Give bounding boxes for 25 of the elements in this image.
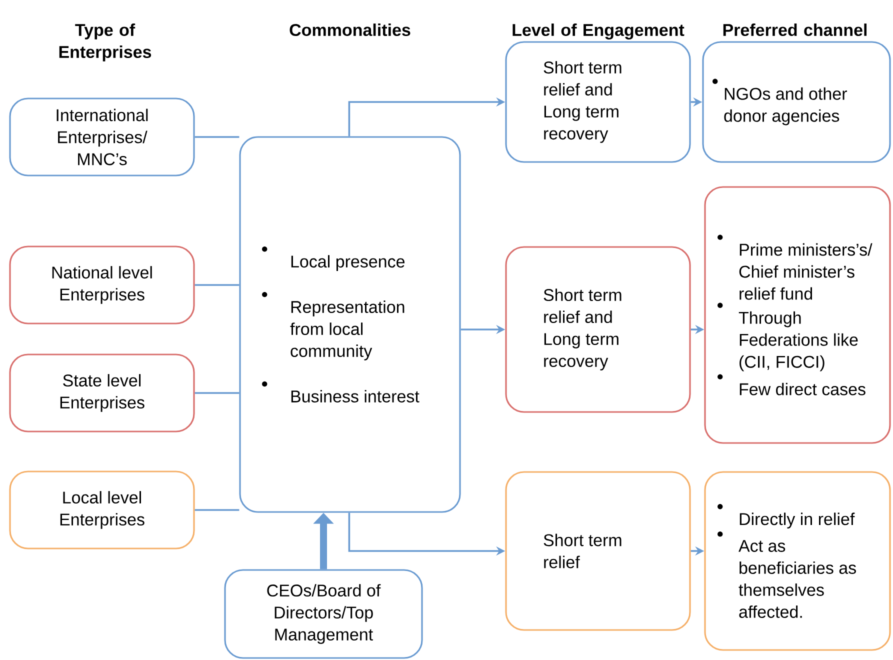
bullet-item: NGOs and other donor agencies [712, 78, 847, 126]
bullet-item: Directly in relief [718, 504, 855, 528]
rounded-box: Short term relief and Long term recovery [505, 246, 691, 413]
bullet-item: Act as beneficiaries as themselves affected. [718, 531, 856, 618]
rounded-box: Local level Enterprises [9, 470, 195, 550]
rounded-box [704, 471, 891, 651]
column-heading: Preferred channel [723, 24, 867, 36]
rounded-box: Short term relief and Long term recovery [505, 41, 691, 163]
rounded-box [704, 186, 891, 444]
column-heading: Level of Engagement [512, 24, 684, 40]
bullet-item: Through Federations like (CII, FICCI) [718, 302, 858, 372]
rounded-box [239, 136, 461, 513]
rounded-box: International Enterprises/ MNC’s [9, 98, 195, 176]
bullet-item: Few direct cases [718, 374, 866, 396]
rounded-box [702, 41, 891, 163]
column-heading: Type of Enterprises [59, 24, 152, 62]
rounded-box: CEOs/Board of Directors/Top Management [224, 569, 423, 659]
bullet-item: Representation from local community [262, 292, 404, 360]
bullet-item: Prime ministers’s/ Chief minister’s relief fund [718, 234, 872, 300]
bullet-item: Business interest [262, 381, 420, 402]
bullet-item: Local presence [262, 246, 405, 271]
rounded-box: National level Enterprises [9, 246, 195, 324]
rounded-box: Short term relief [505, 471, 691, 631]
rounded-box: State level Enterprises [9, 354, 195, 432]
column-heading: Commonalities [290, 24, 410, 36]
